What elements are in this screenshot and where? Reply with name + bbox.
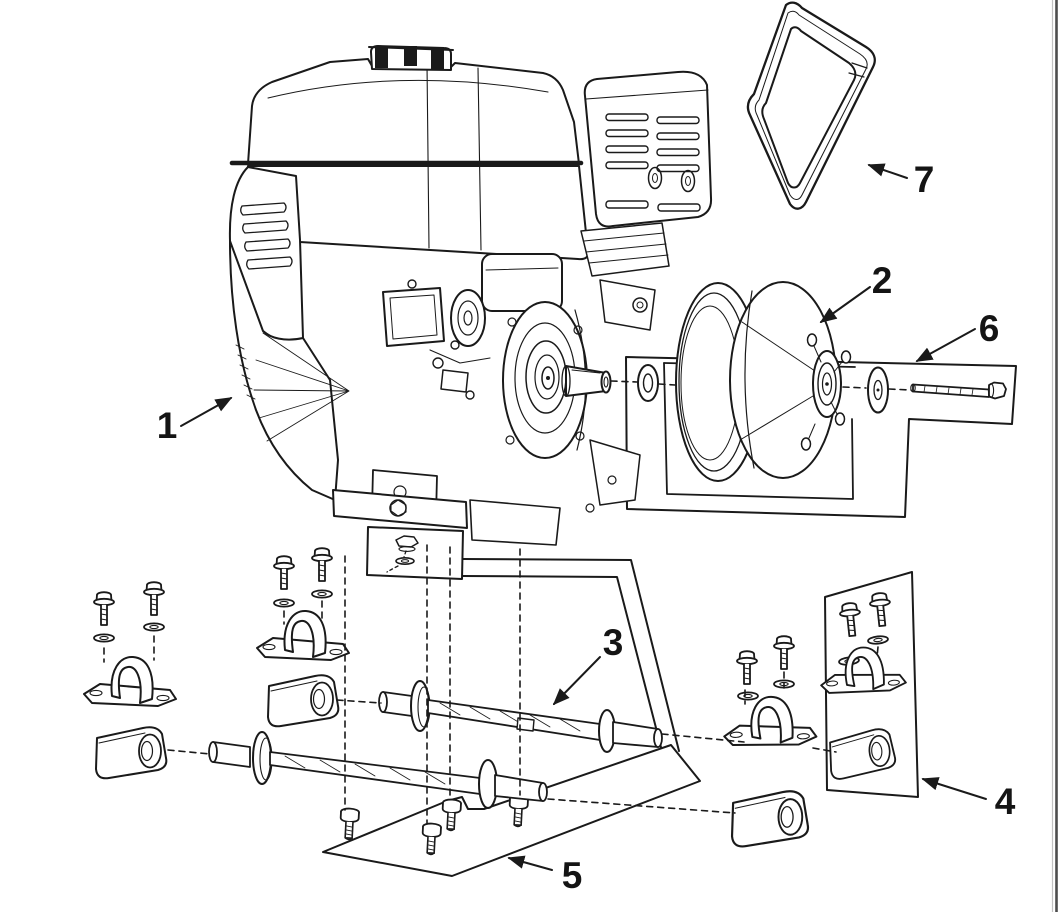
engine-output-shaft <box>561 365 612 397</box>
nut-kit-box <box>366 526 464 580</box>
mounting-hardware-center <box>256 547 350 728</box>
callouts <box>180 163 987 871</box>
page-right-border <box>1051 0 1058 912</box>
callout-7-leader <box>867 163 908 179</box>
callout-1-leader <box>180 397 233 427</box>
callout-4-leader <box>921 777 987 800</box>
callout-7-label: 7 <box>914 159 935 200</box>
v-belt <box>746 1 876 210</box>
callout-1-label: 1 <box>157 405 178 446</box>
axle-shaft-lower <box>208 731 548 809</box>
callout-2-leader <box>819 286 871 323</box>
clutch-assembly <box>675 281 852 482</box>
engine-illustration <box>228 45 713 546</box>
muffler-shield <box>583 70 713 228</box>
callout-4-label: 4 <box>995 781 1016 822</box>
alignment-dashed-lines <box>103 380 912 824</box>
callout-6-label: 6 <box>979 308 1000 349</box>
clutch-bolt-kit <box>867 366 1007 414</box>
frame-band <box>462 558 680 756</box>
callout-3-leader <box>552 656 601 706</box>
fuel-cap <box>368 45 454 71</box>
callout-5-label: 5 <box>562 855 583 896</box>
base-plate <box>322 744 701 877</box>
shaft-washer <box>637 364 659 402</box>
fuel-tank <box>247 58 580 165</box>
mounting-hardware-left <box>83 581 177 780</box>
callout-5-leader <box>507 855 553 871</box>
callout-6-leader <box>915 328 976 362</box>
hardware-panel <box>817 571 919 798</box>
callout-3-label: 3 <box>603 622 624 663</box>
callout-2-label: 2 <box>872 260 893 301</box>
mounting-hardware-right <box>721 635 818 848</box>
axle-shaft-upper <box>378 680 663 753</box>
